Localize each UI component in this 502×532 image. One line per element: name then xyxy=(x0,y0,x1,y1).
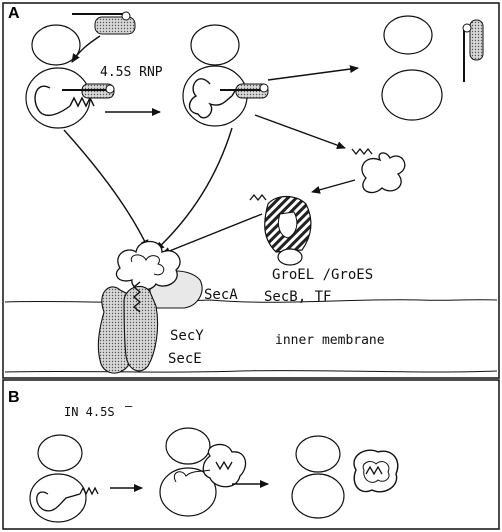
arrow-chaperone-to-seca xyxy=(162,214,262,254)
groel-chaperone xyxy=(250,195,311,265)
label-inner-membrane: inner membrane xyxy=(275,333,385,348)
panel-b-letter: B xyxy=(8,389,20,406)
ribosome-at-membrane xyxy=(116,242,180,290)
secy-translocon xyxy=(98,286,157,373)
label-strains: IN 4.5S xyxy=(64,405,115,419)
arrow-srp-binding xyxy=(72,36,100,62)
arrow-r2-to-seca xyxy=(156,128,232,250)
b-ribosome-1 xyxy=(30,435,86,522)
srp-bound-1 xyxy=(62,84,114,98)
panel-b-frame xyxy=(3,380,499,529)
panel-a-frame xyxy=(3,3,499,378)
membrane-top xyxy=(5,300,497,303)
nascent-chain-2 xyxy=(190,79,233,118)
panel-a-letter: A xyxy=(8,5,20,22)
b-nascent-chain-1 xyxy=(37,492,80,511)
b-folded-protein-2 xyxy=(203,444,245,486)
membrane-bottom xyxy=(5,371,497,373)
arrow-to-chaperone xyxy=(312,180,355,192)
arrow-r2-to-released xyxy=(268,68,358,80)
arrow-r1-to-seca xyxy=(64,130,148,248)
b-signal-1 xyxy=(80,488,98,494)
b-ribosome-3 xyxy=(292,436,344,518)
label-sece: SecE xyxy=(168,351,202,367)
label-4-5s-rnp: 4.5S RNP xyxy=(100,65,163,80)
label-strains-minus: — xyxy=(125,399,133,413)
label-seca: SecA xyxy=(204,287,238,303)
srp-free xyxy=(72,12,135,34)
free-protein-signal xyxy=(352,149,372,154)
srp-bound-2 xyxy=(220,84,268,98)
srp-released xyxy=(463,20,483,82)
free-protein xyxy=(362,153,405,193)
ribosome-released xyxy=(382,16,442,120)
label-secb-tf: SecB, TF xyxy=(264,289,331,305)
ribosome-2 xyxy=(183,25,247,126)
arrow-r2-to-free-protein xyxy=(255,115,345,148)
signal-sequence-1 xyxy=(70,98,94,106)
label-groel-groes: GroEL /GroES xyxy=(272,267,373,283)
label-secy: SecY xyxy=(170,328,204,344)
